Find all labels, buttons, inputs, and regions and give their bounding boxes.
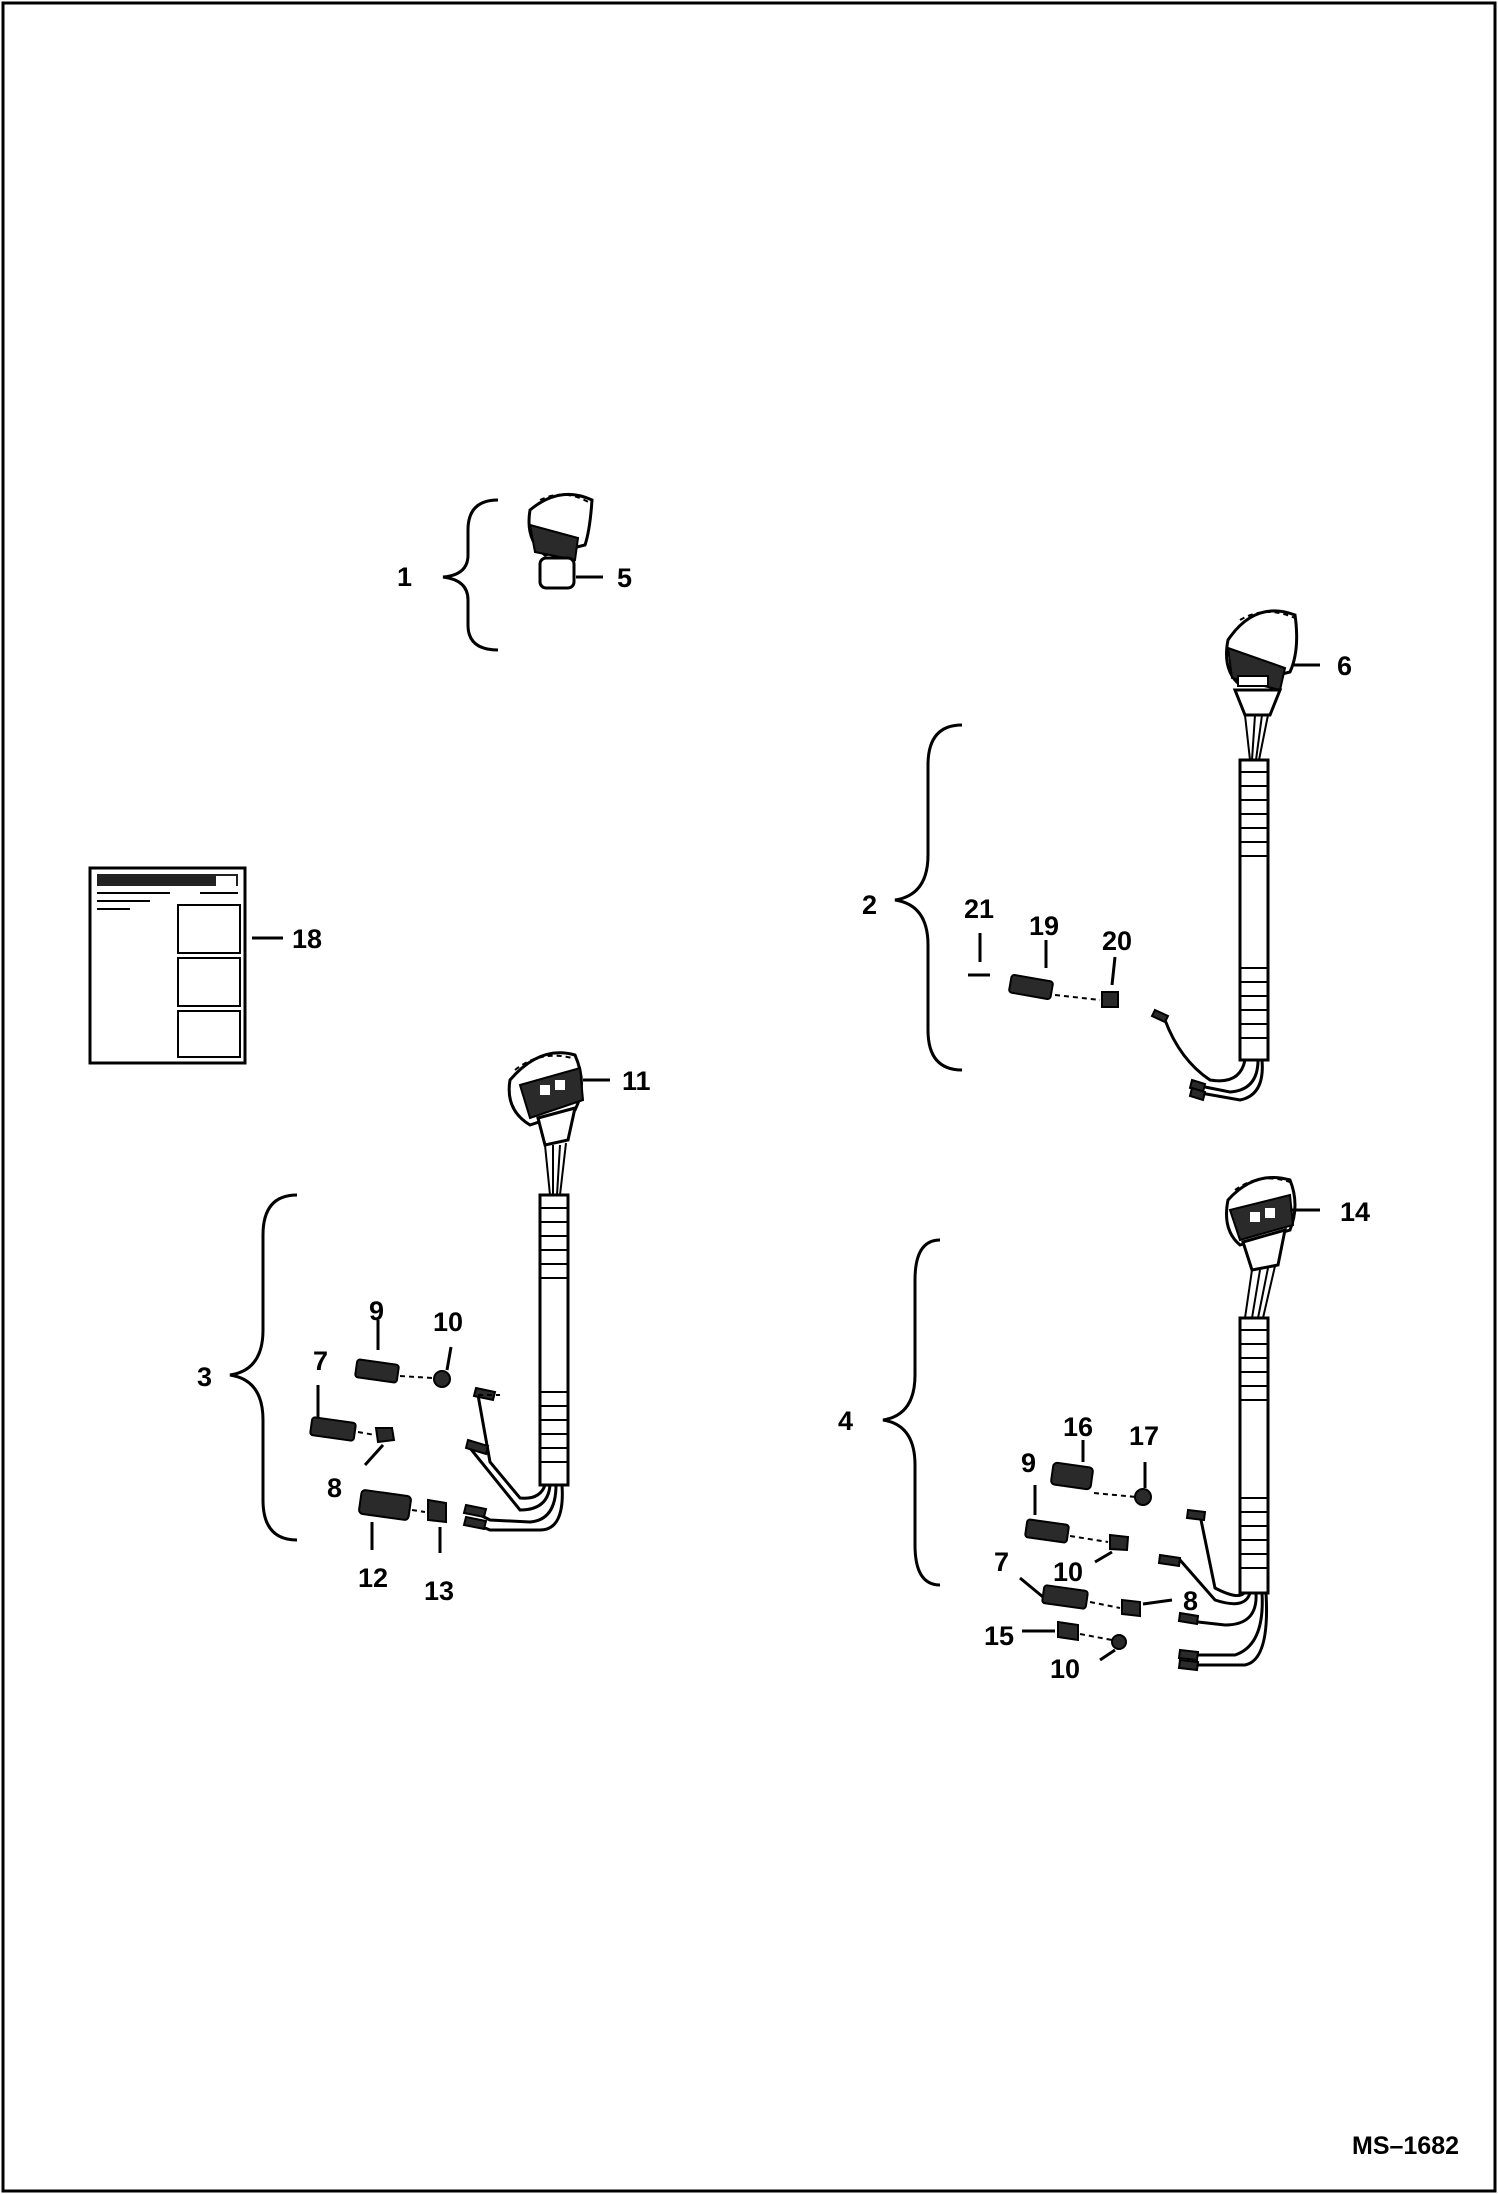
group-3: 11 9 10 7 8 12 13 3 [197,1051,651,1606]
callout-1: 1 [397,562,412,592]
callout-4: 4 [838,1406,853,1436]
callout-2: 2 [862,890,877,920]
callout-16: 16 [1063,1412,1093,1442]
housing-9b [1024,1518,1070,1544]
knob-6 [1150,609,1299,1102]
housing-16 [1050,1461,1094,1491]
group-1: 1 5 [397,492,632,652]
callout-17: 17 [1129,1421,1159,1451]
housing-20 [1101,991,1119,1008]
callout-10b: 10 [1053,1557,1083,1587]
housing-12 [358,1489,412,1521]
housing-7 [309,1416,357,1442]
callout-8a: 8 [327,1473,342,1503]
callout-18: 18 [292,924,322,954]
housing-8b [1121,1598,1141,1618]
housing-10c [1111,1634,1127,1650]
knob-5 [527,492,594,590]
brace-3 [229,1193,298,1542]
callout-9a: 9 [369,1296,384,1326]
callout-9b: 9 [1021,1448,1036,1478]
callout-11: 11 [622,1066,651,1096]
housing-8 [374,1427,396,1444]
brace-2 [894,723,963,1072]
housing-9 [354,1358,400,1384]
callout-6: 6 [1337,651,1352,681]
callout-21: 21 [964,894,994,924]
brace-1 [442,498,499,652]
group-4: 14 16 17 9 10 7 8 15 10 4 [838,1176,1370,1684]
callout-13: 13 [424,1576,454,1606]
housing-13 [427,1498,447,1524]
housing-10 [433,1370,451,1388]
callout-20: 20 [1102,926,1132,956]
group-2: 6 21 19 20 2 [862,609,1352,1102]
callout-12: 12 [358,1563,388,1593]
callout-10c: 10 [1050,1654,1080,1684]
callout-15: 15 [984,1621,1014,1651]
housing-17 [1134,1488,1152,1506]
instruction-sheet-18: 18 [88,866,322,1065]
drawing-code: MS–1682 [1352,2132,1459,2160]
callout-19: 19 [1029,911,1059,941]
callout-10a: 10 [433,1307,463,1337]
callout-5: 5 [617,563,632,593]
brace-4 [882,1238,941,1587]
knob-14 [1157,1176,1297,1672]
housing-15 [1057,1620,1079,1642]
callout-7b: 7 [994,1547,1009,1577]
housing-10b [1109,1533,1130,1552]
housing-7b [1041,1584,1089,1610]
knob-11 [462,1051,585,1532]
callout-3: 3 [197,1362,212,1392]
callout-8b: 8 [1183,1586,1198,1616]
housing-19 [1008,973,1054,1001]
callout-7a: 7 [313,1346,328,1376]
callout-14: 14 [1340,1197,1370,1227]
